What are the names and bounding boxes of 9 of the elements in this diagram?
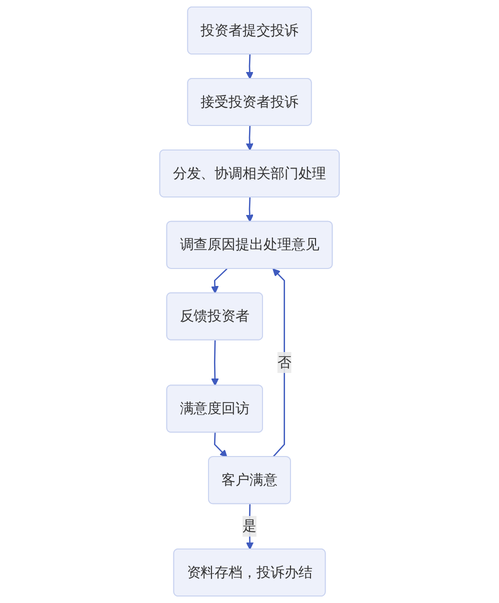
arrow: [246, 126, 254, 151]
arrow: [211, 340, 219, 386]
arrow: [272, 268, 285, 458]
arrow: [211, 268, 228, 294]
arrow: [246, 54, 254, 80]
edge-label: 否: [277, 354, 292, 370]
edge-label: 是: [242, 518, 256, 534]
arrow: [214, 432, 228, 458]
arrow: [246, 197, 254, 222]
